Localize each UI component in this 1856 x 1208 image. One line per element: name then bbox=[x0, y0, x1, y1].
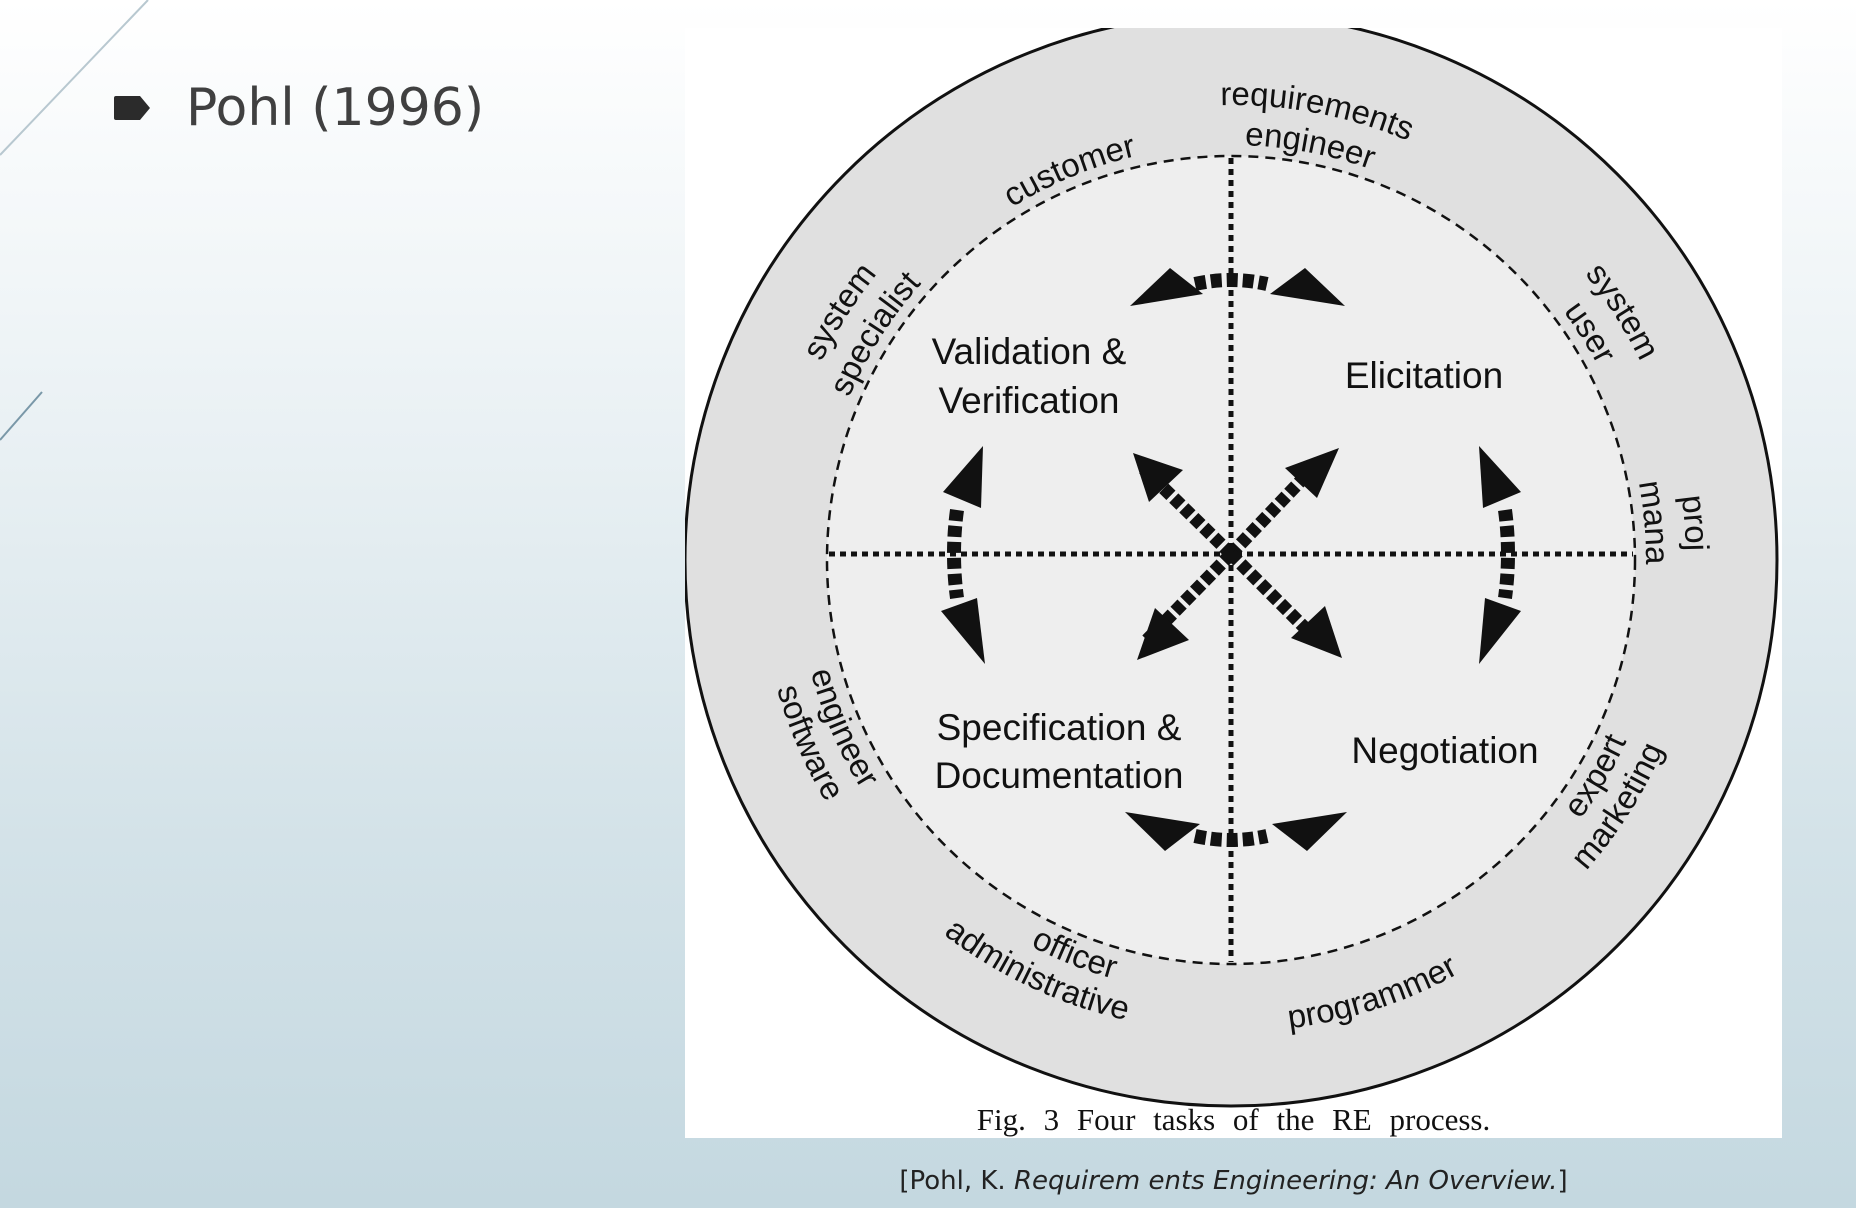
figure-caption: Fig. 3 Four tasks of the RE process. bbox=[976, 1102, 1491, 1137]
top-curved-arrow bbox=[1130, 268, 1345, 306]
validation-label-2: Verification bbox=[939, 380, 1120, 421]
elicitation-label: Elicitation bbox=[1345, 355, 1503, 396]
negotiation-label: Negotiation bbox=[1351, 730, 1538, 771]
decorative-lines bbox=[0, 0, 149, 441]
re-process-diagram: Validation & Verification Elicitation Sp… bbox=[685, 28, 1779, 1108]
specification-label-1: Specification & bbox=[937, 707, 1182, 748]
citation-suffix: ] bbox=[1557, 1166, 1568, 1196]
right-curved-arrow bbox=[1479, 446, 1521, 664]
validation-label-1: Validation & bbox=[932, 331, 1127, 372]
bullet-item: Pohl (1996) bbox=[112, 78, 484, 138]
citation-prefix: [Pohl, K. bbox=[899, 1166, 1014, 1196]
arrow-bullet-icon bbox=[114, 96, 150, 120]
specification-label-2: Documentation bbox=[935, 755, 1184, 796]
bottom-curved-arrow bbox=[1125, 812, 1347, 851]
center-cross-arrows bbox=[1133, 448, 1342, 660]
re-process-figure: Validation & Verification Elicitation Sp… bbox=[685, 28, 1782, 1138]
citation-title: Requirem ents Engineering: An Overview. bbox=[1013, 1166, 1558, 1196]
citation: [Pohl, K. Requirem ents Engineering: An … bbox=[685, 1166, 1782, 1196]
left-curved-arrow bbox=[941, 446, 985, 664]
bullet-text: Pohl (1996) bbox=[186, 78, 485, 138]
